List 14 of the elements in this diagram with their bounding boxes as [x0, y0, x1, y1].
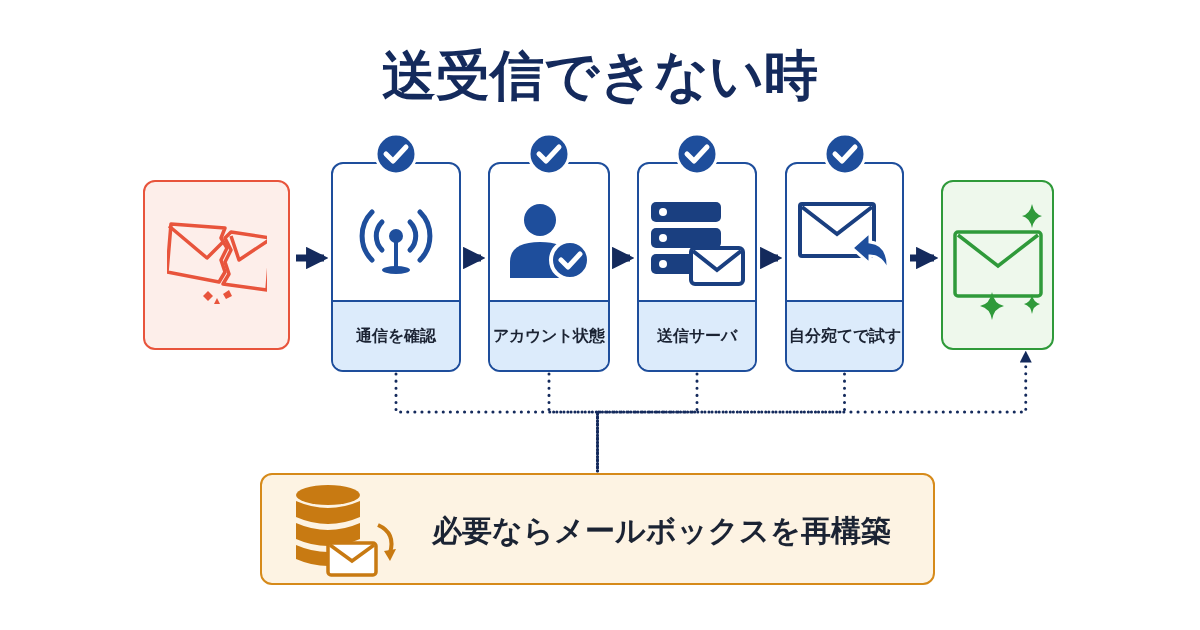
step-label: アカウント状態: [493, 325, 605, 347]
dotted-connector: [596, 350, 1032, 473]
arrow: [612, 246, 635, 270]
arrow: [760, 246, 783, 270]
step-label: 通信を確認: [356, 325, 436, 347]
success-card: [941, 180, 1054, 350]
arrow: [463, 246, 486, 270]
arrow: [910, 246, 939, 270]
rebuild-card: [260, 473, 935, 585]
rebuild-label: 必要ならメールボックスを再構築: [432, 512, 891, 550]
title: 送受信できない時: [381, 43, 819, 109]
error-card: [143, 180, 290, 350]
step-label: 送信サーバ: [657, 325, 737, 347]
step-label: 自分宛てで試す: [788, 325, 901, 347]
